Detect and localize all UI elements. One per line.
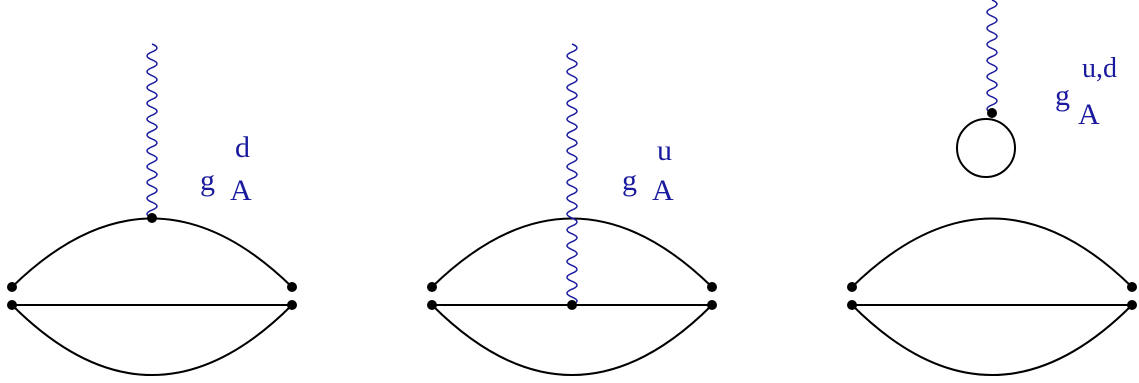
diagram-2: g A u (427, 43, 717, 376)
coupling-base: g (1055, 79, 1070, 112)
coupling-subscript: A (1078, 98, 1100, 131)
current-insertion-vertex (147, 213, 157, 223)
coupling-base: g (622, 164, 637, 197)
coupling-base: g (200, 164, 215, 197)
diagram-3: g A u,d (847, 0, 1137, 376)
coupling-subscript: A (652, 174, 674, 207)
current-insertion-vertex (567, 300, 577, 310)
source-vertex-lower (427, 300, 437, 310)
sink-vertex-upper (1127, 282, 1137, 292)
sink-vertex-lower (707, 300, 717, 310)
upper-quark-line (851, 217, 1133, 288)
source-vertex-upper (7, 282, 17, 292)
current-insertion-vertex (987, 108, 997, 118)
source-vertex-upper (427, 282, 437, 292)
coupling-superscript: u,d (1082, 53, 1117, 84)
sink-vertex-upper (287, 282, 297, 292)
lower-quark-line (851, 304, 1133, 376)
upper-quark-line (431, 217, 713, 288)
sink-vertex-lower (287, 300, 297, 310)
lower-quark-line (431, 304, 713, 376)
coupling-superscript: u (657, 134, 672, 167)
upper-quark-line (11, 217, 293, 288)
quark-loop (956, 118, 1016, 178)
photon-line (566, 43, 578, 306)
source-vertex-upper (847, 282, 857, 292)
coupling-superscript: d (235, 131, 250, 164)
lower-quark-line (11, 304, 293, 376)
sink-vertex-lower (1127, 300, 1137, 310)
source-vertex-lower (847, 300, 857, 310)
coupling-label: g (200, 164, 215, 197)
diagram-1: g A d (7, 43, 297, 376)
photon-line (986, 0, 998, 114)
sink-vertex-upper (707, 282, 717, 292)
coupling-subscript: A (230, 174, 252, 207)
source-vertex-lower (7, 300, 17, 310)
photon-line (146, 43, 158, 219)
